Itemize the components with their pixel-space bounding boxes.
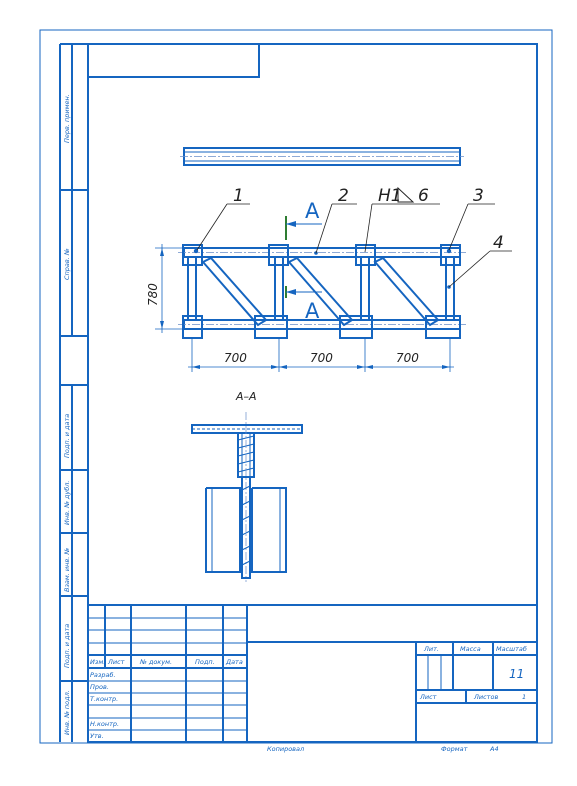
weld-triangle-icon — [397, 186, 415, 203]
side-strip: Перв. примен. Справ. № Подп. и дата Инв.… — [59, 43, 88, 742]
dim-height: 780 — [146, 283, 160, 306]
truss-front-view — [178, 244, 466, 339]
tb-podp: Подп. — [195, 658, 215, 666]
callout-2: 2 — [338, 186, 349, 206]
tb-sheets-value: 1 — [522, 693, 526, 701]
tb-docum: № докум. — [139, 658, 172, 666]
section-cut-a: A A — [285, 199, 322, 323]
tb-nkontr: Н.контр. — [90, 720, 119, 728]
tb-masshtab: Масштаб — [496, 645, 527, 653]
callouts: 1 2 H1 6 3 4 — [196, 186, 512, 288]
tb-list: Лист — [107, 658, 125, 666]
callout-3: 3 — [473, 186, 484, 206]
side-inv-dubl: Инв. № дубл. — [63, 481, 71, 525]
tb-lit: Лит. — [423, 645, 439, 653]
tb-utv: Утв. — [90, 732, 104, 740]
tb-massa: Масса — [460, 645, 481, 653]
tb-tkontr: Т.контр. — [90, 695, 118, 703]
tb-kopiroval: Копировал — [267, 745, 304, 753]
callout-1: 1 — [233, 186, 244, 206]
cut-letter-top: A — [305, 199, 320, 223]
tb-format: Формат — [441, 745, 468, 753]
tb-data: Дата — [225, 658, 243, 666]
inner-frame — [87, 43, 538, 743]
tb-razrab: Разраб. — [90, 671, 116, 679]
title-block: Изм. Лист № докум. Подп. Дата Разраб. Пр… — [88, 604, 537, 753]
callout-weld-code: H1 — [378, 186, 402, 206]
dimensions: 780 700 700 700 — [146, 244, 454, 372]
dim-span-2: 700 — [310, 351, 333, 365]
tb-prov: Пров. — [90, 683, 109, 691]
side-podp-data-top: Подп. и дата — [63, 414, 71, 458]
tb-scale-value: 11 — [509, 667, 524, 681]
dim-span-1: 700 — [224, 351, 247, 365]
side-vzam-inv: Взам. инв. № — [63, 548, 71, 592]
callout-4: 4 — [493, 233, 504, 253]
side-podp-data-bottom: Подп. и дата — [63, 624, 71, 668]
side-perv-primen: Перв. примен. — [63, 94, 71, 143]
section-label: A–A — [235, 390, 257, 403]
tb-izm: Изм. — [90, 658, 105, 666]
section-view-a-a: A–A — [191, 390, 303, 582]
plan-view-chord — [180, 147, 464, 166]
callout-weld-leg: 6 — [418, 186, 429, 206]
side-sprav-no: Справ. № — [63, 248, 71, 280]
dim-span-3: 700 — [396, 351, 419, 365]
tb-sheets: Листов — [473, 693, 498, 701]
top-left-box — [88, 44, 260, 78]
outer-frame — [39, 29, 553, 744]
tb-format-value: А4 — [489, 745, 499, 753]
cut-letter-bottom: A — [305, 299, 320, 323]
tb-sheet: Лист — [419, 693, 437, 701]
side-inv-podl: Инв. № подл. — [63, 690, 71, 735]
